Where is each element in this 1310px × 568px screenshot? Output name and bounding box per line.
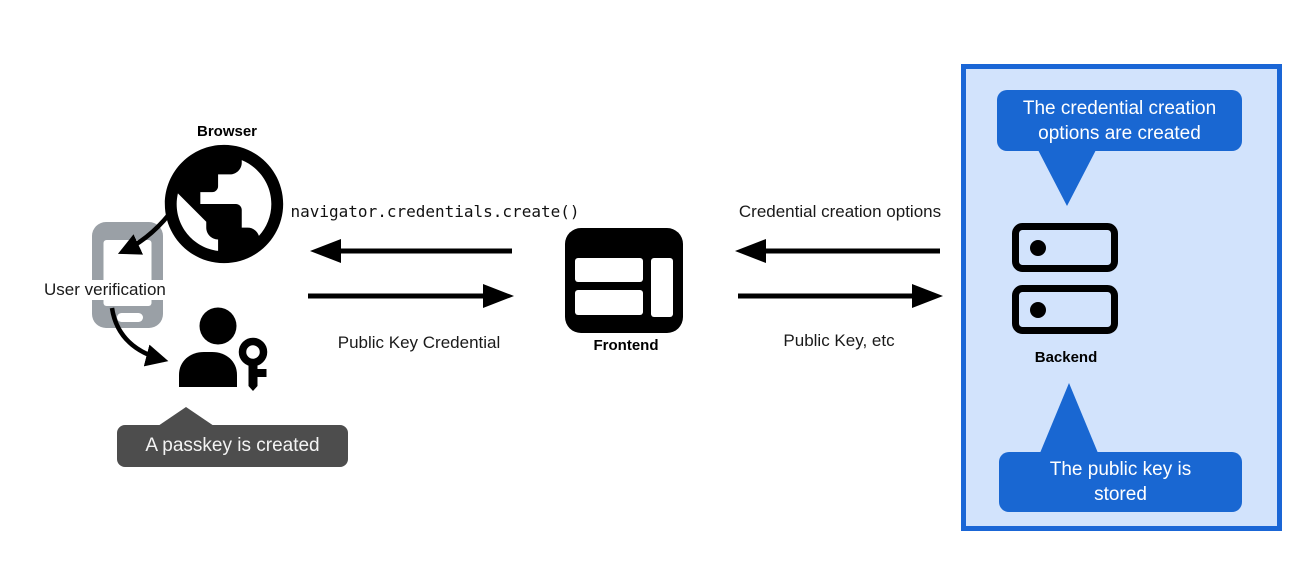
arrow-backend-to-frontend: [735, 239, 940, 263]
browser-window-icon: [565, 228, 683, 333]
browser-node-label: Browser: [196, 123, 258, 140]
frontend-node-label: Frontend: [593, 337, 659, 354]
arrow-frontend-to-backend: [738, 284, 943, 308]
message-public-key-etc-label: Public Key, etc: [783, 331, 895, 350]
message-create-call-label: navigator.credentials.create(): [290, 202, 580, 221]
smartphone-icon: [92, 222, 163, 328]
callout-public-key-stored: The public key is stored: [999, 452, 1242, 512]
callout-options-pointer-icon: [1037, 148, 1097, 206]
tooltip-passkey-created: A passkey is created: [117, 425, 348, 467]
arrow-phone-to-passkey: [109, 307, 169, 367]
globe-icon: [164, 144, 284, 264]
arrow-browser-to-frontend: [308, 284, 514, 308]
arrow-browser-to-phone: [117, 206, 176, 255]
backend-node-label: Backend: [1034, 349, 1098, 366]
person-key-icon: [179, 307, 268, 391]
callout-options-created: The credential creation options are crea…: [997, 90, 1242, 151]
server-stack-icon: [1012, 223, 1118, 334]
callout-stored-pointer-icon: [1040, 383, 1098, 453]
arrow-frontend-to-browser: [310, 239, 512, 263]
message-public-key-credential-label: Public Key Credential: [337, 333, 501, 352]
tooltip-passkey-pointer-icon: [158, 407, 214, 426]
message-credential-creation-options-label: Credential creation options: [738, 202, 942, 221]
user-verification-label: User verification: [42, 280, 168, 300]
